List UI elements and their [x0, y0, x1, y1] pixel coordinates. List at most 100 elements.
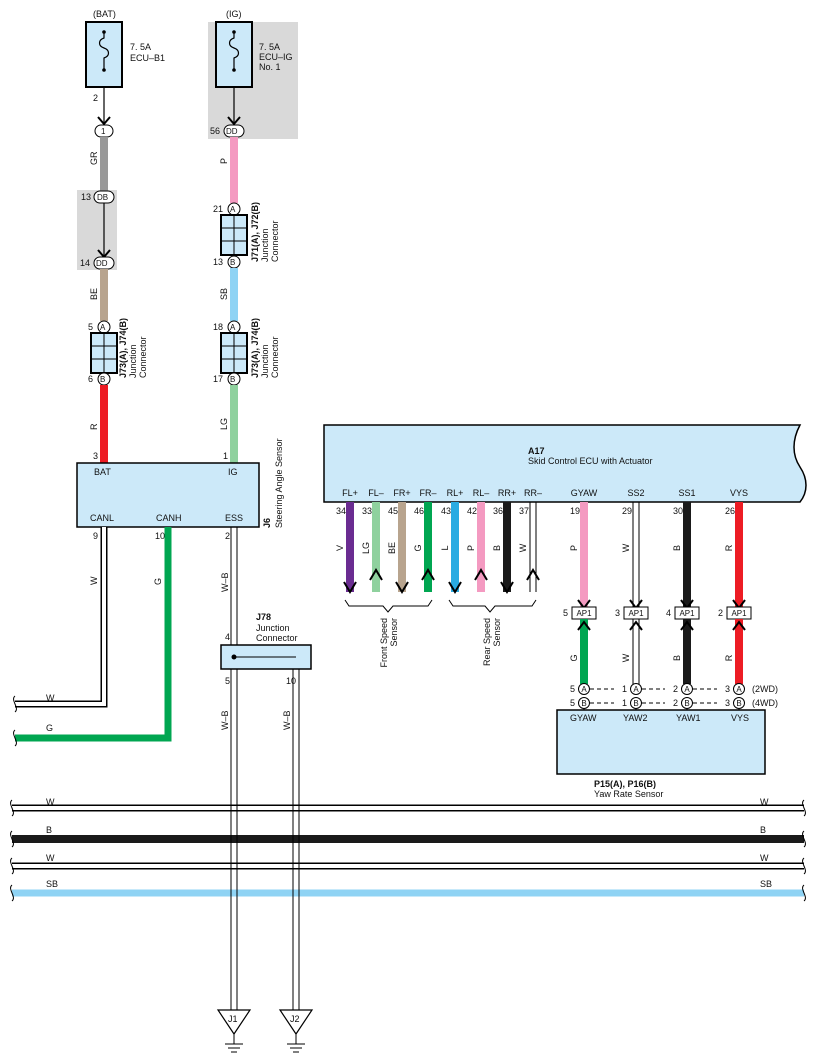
svg-text:56: 56 — [210, 126, 220, 136]
svg-text:Sensor: Sensor — [389, 618, 399, 647]
svg-text:Connector: Connector — [138, 336, 148, 378]
up-arrow-icon — [421, 568, 435, 581]
ecu-pin-label: FR+ — [393, 488, 410, 498]
wire-lg — [230, 385, 238, 463]
pin-a-label: A — [736, 685, 742, 694]
wire-color-label: W — [518, 543, 528, 552]
up-arrow-icon — [369, 568, 383, 581]
ecu-pin-label: FR– — [419, 488, 436, 498]
wire-g — [424, 502, 432, 592]
wire-color-label: P — [569, 545, 579, 551]
wire-r — [100, 385, 108, 463]
svg-text:DB: DB — [97, 193, 108, 202]
ecu-pin-number: 46 — [414, 506, 424, 516]
wire-b — [503, 502, 511, 592]
ecu-pin-number: 19 — [570, 506, 580, 516]
wire-color-label: W — [621, 543, 631, 552]
svg-text:W–B: W–B — [282, 710, 292, 730]
svg-text:W: W — [46, 797, 55, 807]
svg-text:Junction: Junction — [128, 344, 138, 378]
svg-text:Connector: Connector — [270, 336, 280, 378]
ecu-pin-label: FL– — [368, 488, 384, 498]
svg-text:A: A — [100, 323, 106, 332]
svg-text:DD: DD — [226, 127, 238, 136]
down-arrow-icon — [500, 581, 514, 594]
wire-color-label: LG — [361, 542, 371, 554]
svg-text:LG: LG — [219, 418, 229, 430]
svg-text:CANH: CANH — [156, 513, 182, 523]
svg-text:VYS: VYS — [731, 713, 749, 723]
ground-j1: J1 — [216, 1009, 252, 1053]
ap1-pin: 2 — [718, 608, 723, 618]
wire-color-label: G — [413, 544, 423, 551]
svg-text:W–B: W–B — [220, 710, 230, 730]
pin-a-label: A — [633, 685, 639, 694]
svg-text:A: A — [230, 205, 236, 214]
ecu-pin-label: SS1 — [678, 488, 695, 498]
svg-text:P: P — [219, 158, 229, 164]
svg-text:J2: J2 — [290, 1014, 300, 1024]
down-arrow-icon — [395, 581, 409, 594]
down-arrow-icon — [448, 581, 462, 594]
wire-color-label: L — [440, 545, 450, 550]
svg-text:DD: DD — [96, 259, 108, 268]
wire-color-label: W — [621, 653, 631, 662]
svg-text:J73(A), J74(B): J73(A), J74(B) — [118, 318, 128, 378]
pin-a-number: 2 — [673, 684, 678, 694]
wire-sb — [230, 268, 238, 321]
wire-color-label: BE — [387, 542, 397, 554]
svg-text:J73(A), J74(B): J73(A), J74(B) — [250, 318, 260, 378]
svg-text:Connector: Connector — [256, 633, 298, 643]
bat-fuse-name: ECU–B1 — [130, 53, 165, 63]
pin-a-number: 1 — [622, 684, 627, 694]
svg-text:BAT: BAT — [94, 467, 111, 477]
svg-text:5: 5 — [88, 322, 93, 332]
ecu-pin-label: FL+ — [342, 488, 358, 498]
svg-text:Junction: Junction — [260, 228, 270, 262]
wire-be — [398, 502, 406, 592]
svg-text:W: W — [46, 693, 55, 703]
svg-text:B: B — [46, 825, 52, 835]
ap1-connector — [623, 606, 649, 620]
wire-p — [477, 502, 485, 592]
svg-text:YAW2: YAW2 — [623, 713, 648, 723]
svg-text:14: 14 — [80, 258, 90, 268]
chevron-up-icon — [629, 620, 643, 631]
wire-v — [346, 502, 354, 592]
svg-text:9: 9 — [93, 531, 98, 541]
ecu-pin-label: GYAW — [571, 488, 598, 498]
ap1-label: AP1 — [679, 609, 695, 618]
ap1-pin: 3 — [615, 608, 620, 618]
pin-b-label: B — [581, 699, 586, 708]
pin-a-number: 5 — [570, 684, 575, 694]
wire-color-label: B — [672, 545, 682, 551]
down-arrow-icon — [343, 581, 357, 594]
svg-text:SB: SB — [46, 879, 58, 889]
svg-text:SB: SB — [760, 879, 772, 889]
ecu-pin-label: SS2 — [627, 488, 644, 498]
svg-text:B: B — [230, 375, 235, 384]
svg-text:J6: J6 — [262, 518, 272, 528]
svg-text:4: 4 — [225, 632, 230, 642]
svg-text:W: W — [760, 853, 769, 863]
ecu-pin-number: 37 — [519, 506, 529, 516]
svg-text:BE: BE — [89, 288, 99, 300]
ecu-pin-number: 45 — [388, 506, 398, 516]
svg-text:ESS: ESS — [225, 513, 243, 523]
svg-text:CANL: CANL — [90, 513, 114, 523]
pin-a — [578, 683, 590, 695]
chevron-up-icon — [732, 620, 746, 631]
wire-be — [100, 269, 108, 321]
wire-color-label: R — [724, 544, 734, 551]
ecu-pin-label: VYS — [730, 488, 748, 498]
svg-text:3: 3 — [93, 451, 98, 461]
wire-p — [230, 137, 238, 203]
svg-text:YAW1: YAW1 — [676, 713, 701, 723]
ecu-pin-number: 43 — [441, 506, 451, 516]
svg-text:Yaw Rate Sensor: Yaw Rate Sensor — [594, 789, 663, 799]
svg-text:Junction: Junction — [256, 623, 290, 633]
bat-fuse-rating: 7. 5A — [130, 42, 151, 52]
svg-text:Rear Speed: Rear Speed — [482, 618, 492, 666]
